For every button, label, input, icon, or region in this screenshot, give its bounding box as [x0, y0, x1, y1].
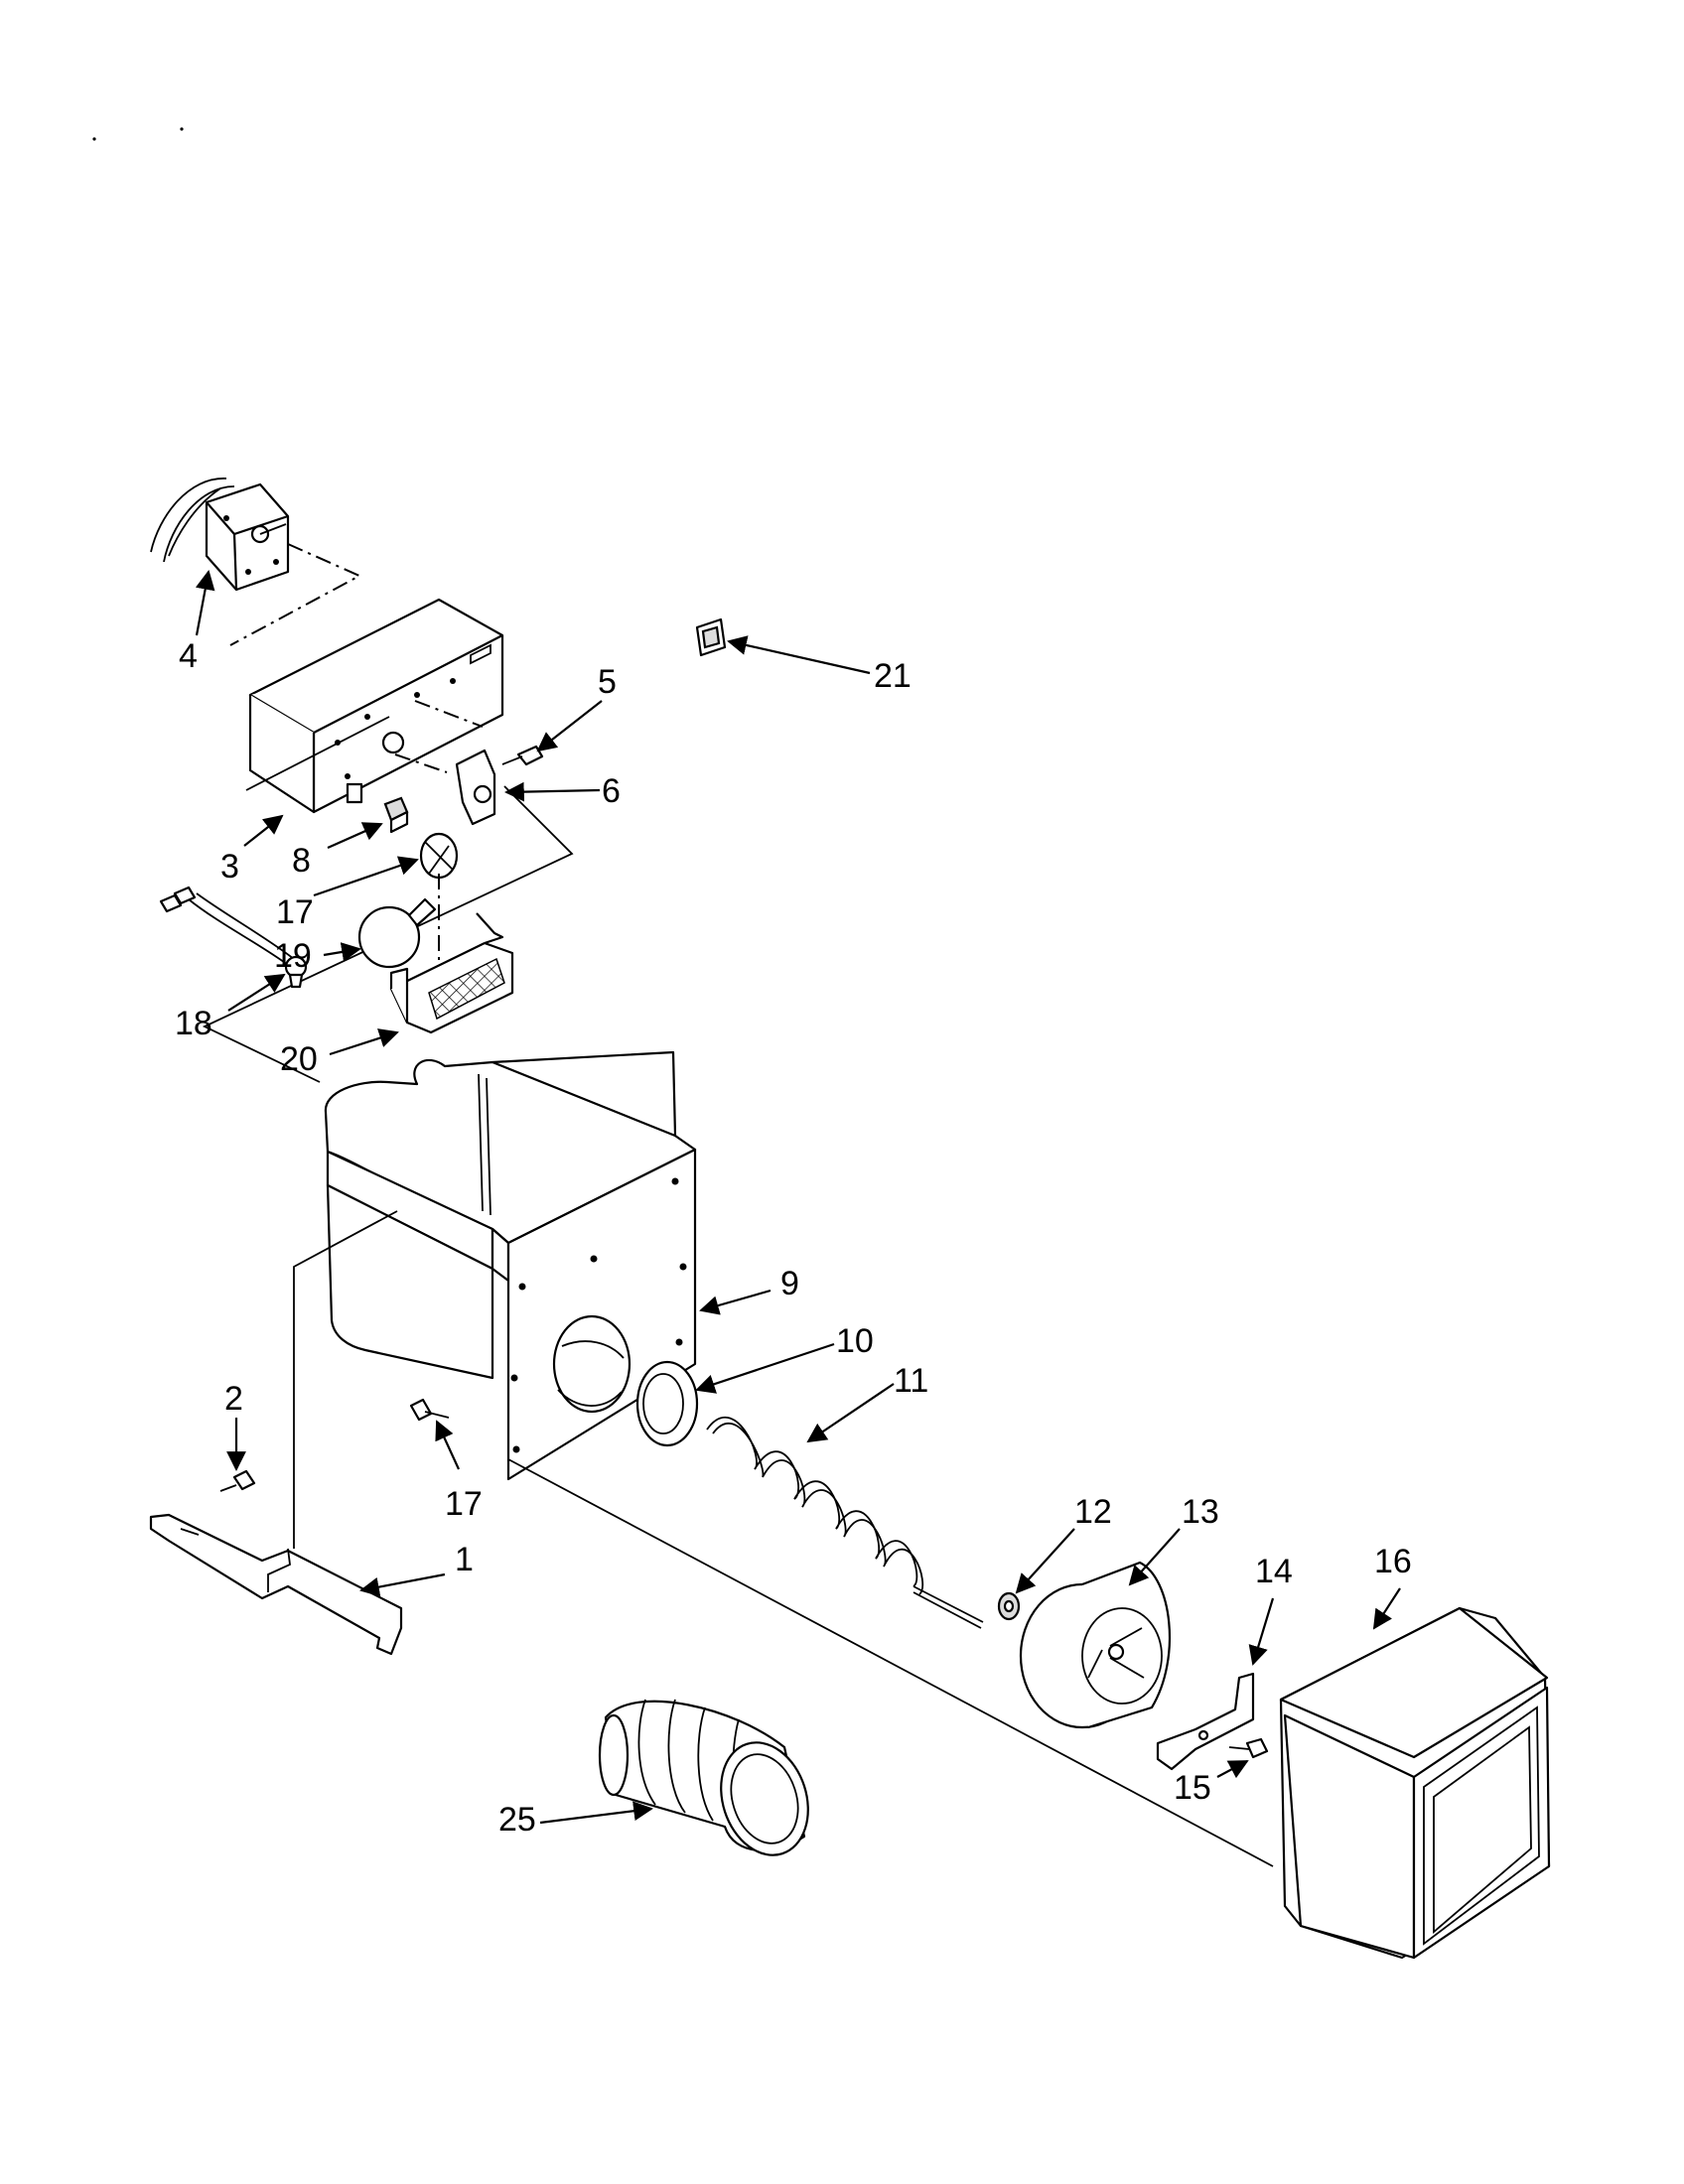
callout-10: 10 — [836, 1322, 874, 1360]
callout-1: 1 — [455, 1541, 474, 1578]
callout-13: 13 — [1182, 1493, 1219, 1531]
wire-harness-part — [159, 886, 308, 989]
callout-17: 17 — [445, 1485, 483, 1523]
ice-bucket-part — [324, 1050, 697, 1481]
bracket-part-14 — [1156, 1672, 1255, 1771]
callout-5: 5 — [598, 663, 617, 701]
callout-11: 11 — [894, 1362, 928, 1400]
switch-part — [383, 796, 409, 834]
callout-20: 19 — [274, 937, 312, 975]
nut-part-12 — [997, 1591, 1021, 1621]
screw-part-17 — [409, 1398, 450, 1422]
callout-9: 9 — [780, 1265, 799, 1302]
callout-25: 25 — [498, 1801, 536, 1839]
callout-2: 2 — [224, 1380, 243, 1418]
callout-23: 21 — [874, 657, 912, 695]
callout-14: 14 — [1255, 1553, 1293, 1590]
callout-6: 6 — [602, 772, 621, 810]
switch-button-part — [695, 617, 727, 657]
nut-part-15 — [1228, 1737, 1269, 1759]
callout-4: 4 — [179, 637, 198, 675]
callout-labels: 4 5 6 3 8 17 19 18 20 21 9 10 11 12 13 1… — [175, 637, 1412, 1839]
switch-bracket-part — [455, 749, 496, 826]
leader-lines — [195, 570, 1401, 1825]
callout-15: 15 — [1174, 1769, 1211, 1807]
motor-housing-part — [245, 598, 504, 814]
screw-part-5 — [501, 745, 544, 766]
callout-18: 18 — [175, 1005, 212, 1042]
callout-21: 20 — [280, 1040, 318, 1078]
front-cover-part — [1279, 1606, 1551, 1960]
screw-part-2 — [219, 1469, 256, 1492]
bearing-part — [635, 1360, 699, 1447]
crusher-housing-part — [1019, 1561, 1172, 1729]
light-bulb-part — [357, 897, 437, 969]
auger-motor-part — [150, 478, 290, 592]
callout-19: 17 — [276, 893, 314, 931]
lamp-socket-part — [419, 832, 459, 880]
ice-chute-bellows-part — [598, 1699, 809, 1856]
callout-12: 12 — [1074, 1493, 1112, 1531]
lamp-cover-part — [389, 912, 514, 1034]
bracket-bar-part — [149, 1513, 403, 1656]
callout-8: 8 — [292, 842, 311, 880]
auger-spring-part — [706, 1417, 984, 1629]
callout-16: 16 — [1374, 1543, 1412, 1580]
callout-3: 3 — [220, 848, 239, 886]
